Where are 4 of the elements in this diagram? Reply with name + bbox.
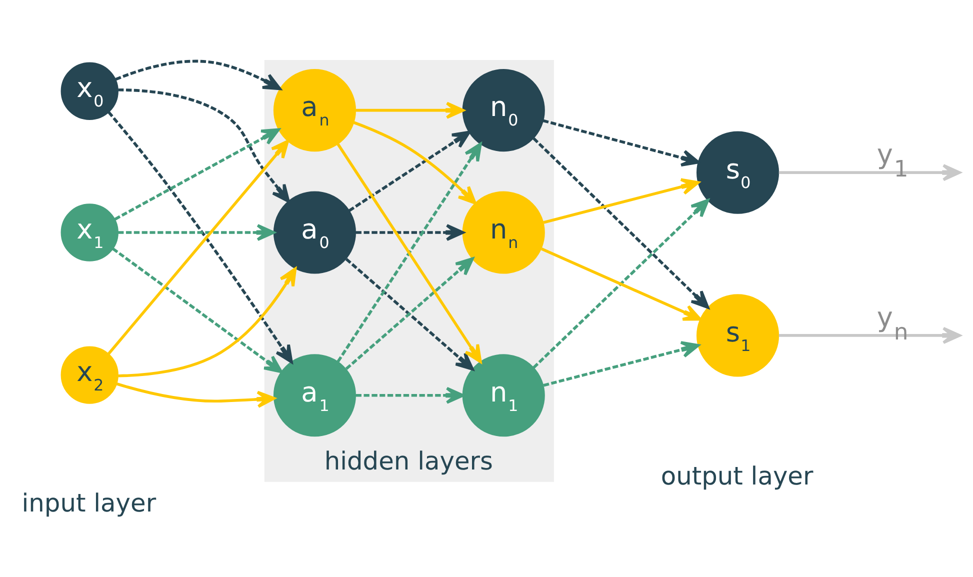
label: input layer	[22, 488, 156, 518]
edge-label: y$_{1}$	[876, 140, 908, 183]
label: output layer	[660, 461, 814, 490]
edge-label: y$_{n}$	[876, 302, 908, 346]
